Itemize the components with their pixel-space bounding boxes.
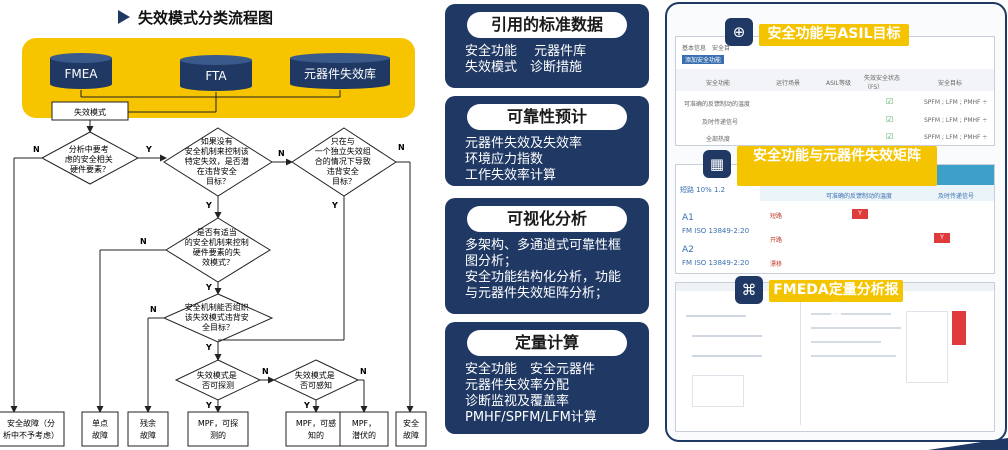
svg-text:安全故障（分析中不予考虑）: 安全故障（分析中不予考虑） — [3, 418, 59, 440]
svg-text:元器件失效库: 元器件失效库 — [304, 66, 376, 81]
matrix-mark: Y — [934, 233, 950, 243]
svg-text:Y: Y — [303, 401, 310, 410]
svg-text:残余故障: 残余故障 — [140, 418, 156, 440]
svg-text:单点故障: 单点故障 — [92, 418, 108, 440]
shield-plus-icon: ⊕ — [725, 18, 753, 46]
fmea-source: FMEA — [50, 53, 112, 89]
outcome-mpf-perceived — [285, 411, 347, 447]
svg-text:失效模式: 失效模式 — [74, 107, 106, 117]
banner-fmeda-report: FMEDA定量分析报告 — [769, 280, 903, 318]
card-title: 引用的标准数据 — [467, 12, 627, 38]
add-safety-function-button[interactable]: 添加安全功能 — [682, 55, 725, 64]
tab-safety-goal[interactable]: 安全目 — [712, 45, 731, 52]
outcome-safe-fault-excluded — [0, 411, 65, 447]
check-icon: ☑ — [886, 132, 894, 141]
card-reliability-prediction: 可靠性预计 元器件失效及失效率 环境应力指数 工作失效率计算 — [445, 96, 649, 186]
svg-text:Y: Y — [205, 283, 212, 292]
matrix-mark: Y — [852, 209, 868, 219]
card-title: 可视化分析 — [467, 206, 627, 232]
svg-text:N: N — [278, 149, 285, 158]
flowchart-title: 失效模式分类流程图 — [138, 9, 273, 27]
svg-text:Y: Y — [205, 201, 212, 210]
svg-text:失效模式是 否可探测: 失效模式是 否可探测 — [197, 370, 240, 390]
svg-text:N: N — [262, 367, 269, 376]
banner-function-failure-matrix: 安全功能与元器件失效矩阵 — [737, 146, 937, 186]
title-arrow-icon — [118, 10, 130, 24]
card-standard-data: 引用的标准数据 安全功能 元器件库 失效模式 诊断措施 — [445, 4, 649, 88]
card-title: 定量计算 — [467, 330, 627, 356]
svg-text:N: N — [398, 143, 405, 152]
svg-text:MPF，潜伏的: MPF，潜伏的 — [352, 419, 376, 440]
svg-text:FMEA: FMEA — [64, 67, 98, 81]
svg-text:N: N — [140, 237, 147, 246]
svg-text:只在与 一个独立失效组 合的情况下导致: 只在与 一个独立失效组 合的情况下导致 违背安全 目标？ — [315, 136, 374, 186]
decision-safety-related — [40, 131, 140, 185]
svg-text:分析中要考 虑的安全相关 硬件要素？: 分析中要考 虑的安全相关 硬件要素？ — [65, 144, 116, 174]
corner-accent — [928, 438, 1008, 450]
banner-safety-function-asil: 安全功能与ASIL目标 — [759, 24, 909, 46]
outcome-single-point-fault — [81, 411, 119, 447]
svg-text:Y: Y — [145, 145, 152, 154]
check-icon: ☑ — [886, 115, 894, 124]
failure-mode-flowchart: 失效模式分类流程图 FMEA FTA 元器件失效库 失效模式 分析中要考 虑的安… — [0, 9, 427, 447]
card-quantitative-calc: 定量计算 安全功能 安全元器件 元器件失效率分配 诊断监视及覆盖率 PMHF/S… — [445, 322, 649, 434]
card-visual-analysis: 可视化分析 多架构、多通道式可靠性框 图分析； 安全功能结构化分析，功能 与元器… — [445, 198, 649, 314]
grid-matrix-icon: ▦ — [703, 150, 731, 178]
outcome-residual-fault — [127, 411, 169, 447]
svg-text:N: N — [360, 367, 367, 376]
outcome-safe-fault — [395, 411, 427, 447]
report-calendar-icon: ⌘ — [735, 276, 763, 304]
outcome-mpf-latent — [339, 411, 389, 447]
svg-text:MPF，可感知的: MPF，可感知的 — [296, 418, 336, 440]
safety-function-screenshot: 基本信息 安全目 添加安全功能 安全功能 运行场景 ASIL等级 失效安全状态（… — [675, 36, 995, 146]
svg-text:失效模式是 否可感知: 失效模式是 否可感知 — [295, 370, 338, 390]
tab-basic-info[interactable]: 基本信息 — [682, 45, 707, 52]
svg-text:安全机制能否组织 该失效模式违背安 全目标？: 安全机制能否组织 该失效模式违背安 全目标？ — [185, 302, 252, 332]
decision-perceivable — [272, 359, 360, 401]
svg-text:N: N — [150, 305, 157, 314]
fta-source: FTA — [180, 55, 252, 91]
card-body: 多架构、多通道式可靠性框 图分析； 安全功能结构化分析，功能 与元器件失效矩阵分… — [465, 238, 622, 301]
component-failure-library-source: 元器件失效库 — [290, 53, 390, 89]
card-title: 可靠性预计 — [467, 104, 627, 130]
svg-text:FTA: FTA — [205, 69, 227, 83]
svg-text:Y: Y — [331, 201, 338, 210]
svg-text:MPF，可探测的: MPF，可探测的 — [198, 418, 238, 440]
decision-detectable — [174, 359, 262, 401]
svg-text:Y: Y — [205, 343, 212, 352]
svg-text:安全故障: 安全故障 — [403, 418, 419, 440]
svg-text:Y: Y — [205, 401, 212, 410]
card-body: 元器件失效及失效率 环境应力指数 工作失效率计算 — [465, 136, 583, 183]
card-body: 安全功能 安全元器件 元器件失效率分配 诊断监视及覆盖率 PMHF/SPFM/L… — [465, 362, 597, 425]
svg-text:是否有适当 的安全机制来控制 硬件要素的失: 是否有适当 的安全机制来控制 硬件要素的失 效模式？ — [185, 227, 252, 267]
outcome-mpf-detected — [187, 411, 249, 447]
svg-text:如果没有 安全机制来控制该 特定失效，是否潜: 如果没有 安全机制来控制该 特定失效，是否潜 在违背安全 目标？ — [185, 136, 252, 186]
screenshots-panel: 基本信息 安全目 添加安全功能 安全功能 运行场景 ASIL等级 失效安全状态（… — [665, 2, 1007, 442]
check-icon: ☑ — [886, 97, 894, 106]
svg-text:N: N — [33, 145, 40, 154]
card-body: 安全功能 元器件库 失效模式 诊断措施 — [465, 44, 587, 75]
